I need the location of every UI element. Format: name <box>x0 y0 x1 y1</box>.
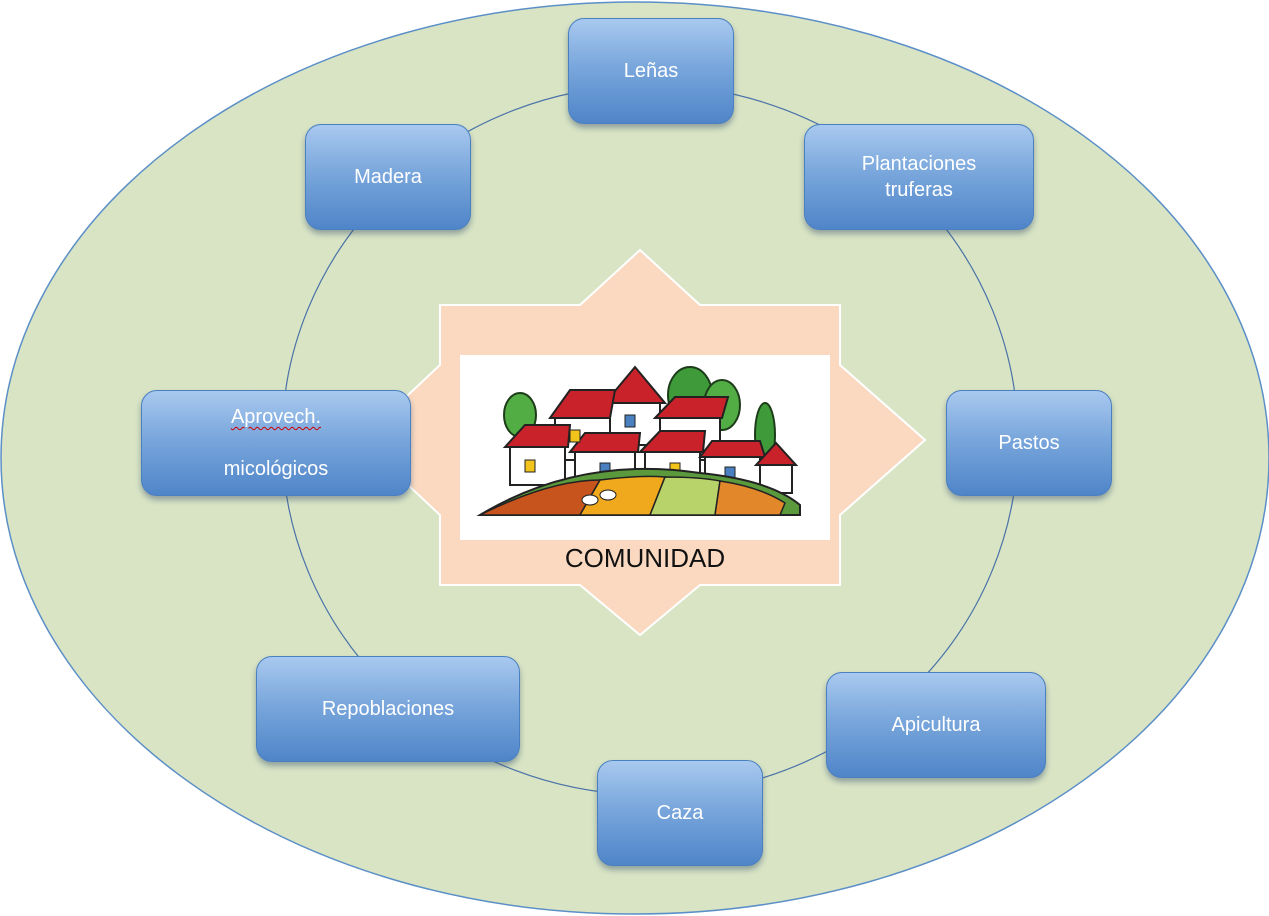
roof <box>698 440 767 458</box>
roof <box>753 441 799 466</box>
roof <box>652 396 730 419</box>
house <box>509 444 566 486</box>
node-aprovech-line2: micológicos <box>223 458 329 480</box>
node-madera-label: Madera <box>354 166 422 188</box>
node-lenas-label: Leñas <box>623 60 679 82</box>
node-apicultura[interactable]: Apicultura <box>826 672 1046 778</box>
roof <box>602 365 668 404</box>
node-aprovech-label: Aprovech. micológicos <box>224 378 328 508</box>
village-image <box>460 355 830 540</box>
roof <box>548 389 617 419</box>
center-label: COMUNIDAD <box>564 543 726 573</box>
node-madera[interactable]: Madera <box>305 124 471 230</box>
node-apicultura-label: Apicultura <box>891 714 981 736</box>
node-caza[interactable]: Caza <box>597 760 763 866</box>
village-illustration <box>476 365 801 516</box>
roof <box>502 424 572 448</box>
node-aprovechamientos-micologicos[interactable]: Aprovech. micológicos <box>141 390 411 496</box>
node-lenas[interactable]: Leñas <box>568 18 734 124</box>
node-repoblaciones[interactable]: Repoblaciones <box>256 656 520 762</box>
node-plantaciones-truferas-label: Plantaciones truferas <box>861 153 977 201</box>
roof <box>637 430 707 453</box>
node-aprovech-line1: Aprovech. <box>230 406 322 428</box>
node-repoblaciones-label: Repoblaciones <box>321 698 455 720</box>
node-plantaciones-truferas[interactable]: Plantaciones truferas <box>804 124 1034 230</box>
node-pastos-label: Pastos <box>998 432 1060 454</box>
field <box>714 480 786 516</box>
node-caza-label: Caza <box>656 802 704 824</box>
node-pastos[interactable]: Pastos <box>946 390 1112 496</box>
